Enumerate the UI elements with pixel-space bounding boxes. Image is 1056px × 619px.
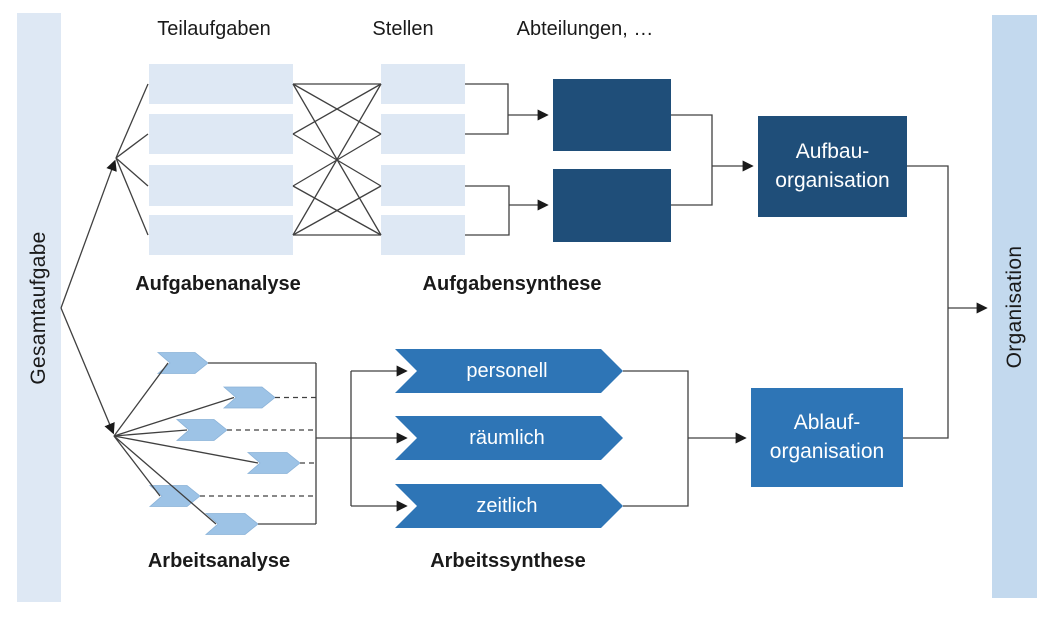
teilaufgabe-box-3 [149,165,293,206]
aufbauorganisation-box: Aufbau- organisation [758,116,907,217]
stelle-box-1 [381,64,465,104]
stelle-box-2 [381,114,465,154]
aufbau-line1: Aufbau- [795,140,870,164]
teilaufgabe-box-1 [149,64,293,104]
abteilung-box-2 [553,169,671,242]
ablauf-line2: organisation [769,439,885,463]
abteilung-box-1 [553,79,671,151]
gesamtaufgabe-bar [17,13,61,602]
teilaufgabe-box-4 [149,215,293,255]
stelle-box-4 [381,215,465,255]
organisation-bar [992,15,1037,598]
teilaufgabe-box-2 [149,114,293,154]
aufbau-line2: organisation [775,168,890,192]
ablauf-line1: Ablauf- [793,411,861,435]
stelle-box-3 [381,165,465,206]
ablauforganisation-box: Ablauf- organisation [751,388,903,487]
